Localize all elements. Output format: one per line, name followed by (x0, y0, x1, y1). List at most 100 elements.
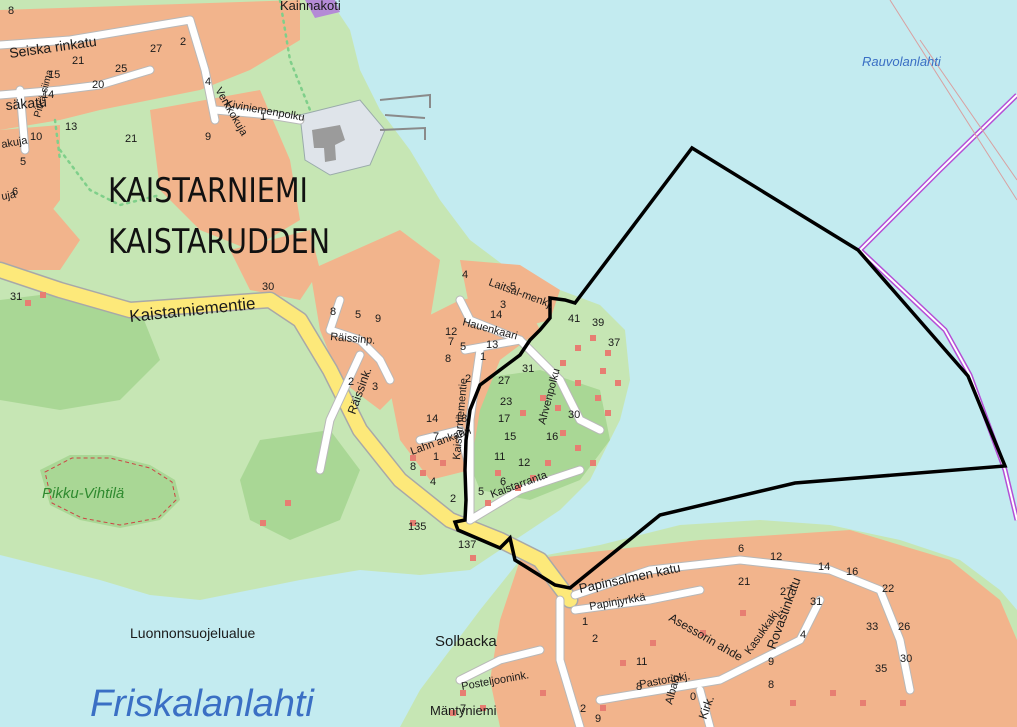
building (590, 335, 596, 341)
house-number: 30 (262, 281, 274, 293)
building (900, 700, 906, 706)
house-number: 5 (20, 156, 26, 168)
house-number: 3 (500, 299, 506, 311)
house-number: 21 (125, 133, 137, 145)
house-number: 135 (408, 521, 426, 533)
house-number: 8 (768, 679, 774, 691)
house-number: 8 (410, 461, 416, 473)
water-name-friskalanlahti: Friskalanlahti (90, 683, 315, 725)
building (590, 460, 596, 466)
house-number: 5 (478, 486, 484, 498)
forest-patch (0, 290, 160, 410)
house-number: 37 (608, 337, 620, 349)
house-number: 4 (430, 476, 436, 488)
house-number: 4 (205, 76, 211, 88)
building (480, 705, 486, 711)
house-number: 5 (460, 341, 466, 353)
building (790, 700, 796, 706)
building (495, 470, 501, 476)
house-number: 2 (592, 633, 598, 645)
house-number: 1 (260, 111, 266, 123)
building (530, 475, 536, 481)
house-number: 27 (150, 43, 162, 55)
house-number: 5 (355, 309, 361, 321)
house-number: 14 (426, 413, 438, 425)
house-number: 10 (30, 131, 42, 143)
building (560, 430, 566, 436)
residential-area-west (0, 205, 80, 270)
house-number: 7 (448, 336, 454, 348)
area-solbacka: Solbacka (435, 633, 497, 650)
house-number: 9 (205, 131, 211, 143)
building (485, 500, 491, 506)
forest-patch (240, 430, 360, 540)
house-number: 6 (12, 186, 18, 198)
footpaths-dotted (53, 0, 312, 207)
house-number: 14 (42, 89, 54, 101)
building (595, 395, 601, 401)
house-number: 4 (462, 269, 468, 281)
house-number: 31 (522, 363, 534, 375)
building (605, 350, 611, 356)
municipal-border-inner (858, 94, 1017, 521)
house-number: 13 (486, 339, 498, 351)
road-kaistarniementie-fill (0, 263, 577, 607)
house-number: 14 (818, 561, 830, 573)
house-number: 12 (770, 551, 782, 563)
district-name-sv: KAISTARUDDEN (108, 222, 330, 262)
harbor-building (312, 125, 345, 162)
house-number: 23 (500, 396, 512, 408)
house-number: 4 (800, 629, 806, 641)
building (605, 410, 611, 416)
house-number: 9 (768, 656, 774, 668)
house-number: 31 (810, 596, 822, 608)
building (615, 380, 621, 386)
house-number: 2 (465, 373, 471, 385)
house-number: 22 (882, 583, 894, 595)
house-number: 13 (65, 121, 77, 133)
building (260, 520, 266, 526)
house-number: 20 (92, 79, 104, 91)
house-number: 16 (846, 566, 858, 578)
house-number: 15 (504, 431, 516, 443)
house-number: 8 (8, 5, 14, 17)
building (540, 395, 546, 401)
building (450, 710, 456, 716)
house-number: 35 (875, 663, 887, 675)
house-number: 8 (445, 353, 451, 365)
house-number: 0 (690, 691, 696, 703)
building (460, 690, 466, 696)
house-number: 2 (580, 703, 586, 715)
house-number: 30 (568, 409, 580, 421)
building (830, 690, 836, 696)
area-mantyniemi: Mäntyniemi (430, 703, 497, 718)
building (25, 300, 31, 306)
building (545, 460, 551, 466)
pier-lines (379, 93, 431, 140)
house-number: 12 (518, 457, 530, 469)
building (410, 455, 416, 461)
house-number: 1 (582, 616, 588, 628)
district-name-fi: KAISTARNIEMI (108, 171, 308, 211)
house-number: 2 (450, 493, 456, 505)
house-number: 8 (636, 681, 642, 693)
house-number: 7 (460, 703, 466, 715)
planning-area-boundary (452, 145, 1008, 590)
house-number: 1 (480, 351, 486, 363)
house-number: 26 (898, 621, 910, 633)
house-number: 27 (780, 586, 792, 598)
street-akuja: akuja (0, 134, 29, 151)
house-number: 8 (330, 306, 336, 318)
house-number: 21 (738, 576, 750, 588)
street-uja: uja (0, 188, 17, 203)
house-number: 2 (180, 36, 186, 48)
house-number: 41 (568, 313, 580, 325)
house-number: 12 (445, 326, 457, 338)
building (40, 292, 46, 298)
street-sakatu: säkatu (5, 93, 47, 113)
house-number: 137 (458, 539, 476, 551)
building (600, 705, 606, 711)
building (860, 700, 866, 706)
